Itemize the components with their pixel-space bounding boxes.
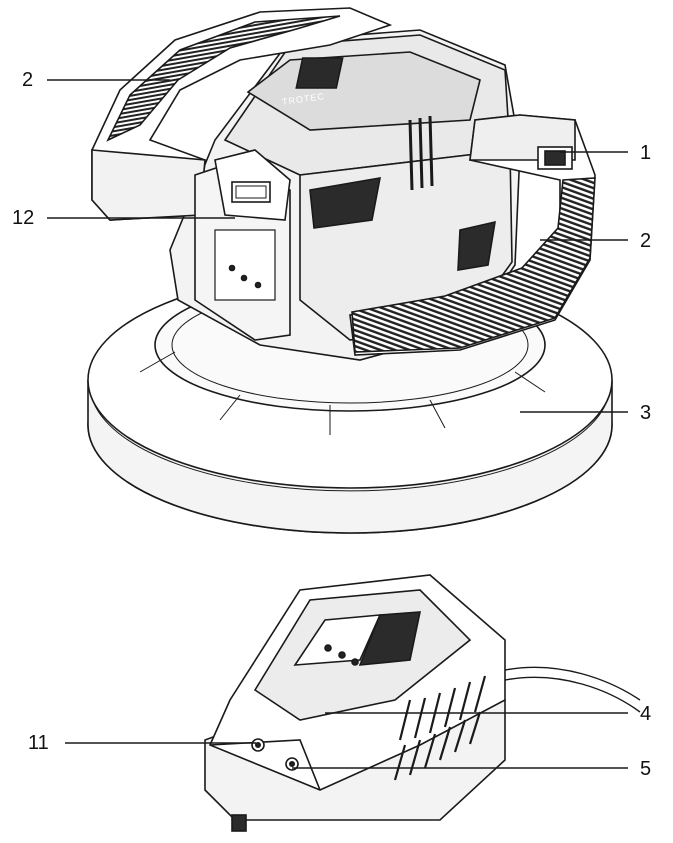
callout-2-left: 2	[22, 69, 34, 91]
leader-lines	[47, 79, 628, 769]
callout-4: 4	[640, 703, 652, 725]
callout-11: 11	[28, 732, 49, 754]
callout-3: 3	[640, 402, 652, 424]
callout-5: 5	[640, 758, 652, 780]
callout-12: 12	[12, 207, 35, 229]
charger	[204, 574, 641, 832]
handle-right	[349, 114, 596, 356]
callout-2-right: 2	[640, 230, 652, 252]
callout-1: 1	[640, 142, 652, 164]
battery-slot	[194, 149, 291, 341]
